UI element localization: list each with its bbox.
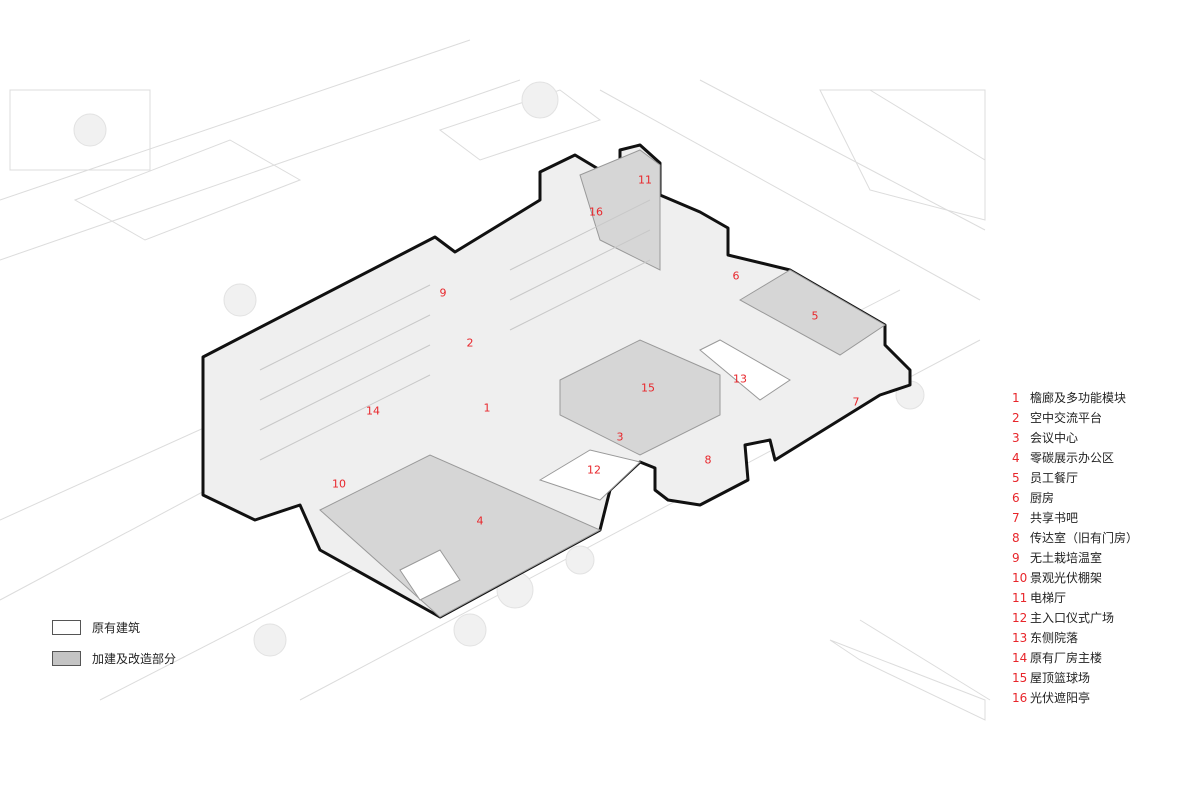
zone-marker: 2 bbox=[466, 336, 474, 350]
zone-marker: 7 bbox=[852, 395, 860, 409]
legend-label: 檐廊及多功能模块 bbox=[1030, 391, 1127, 405]
legend-number: 11 bbox=[1012, 591, 1028, 605]
legend-label: 传达室（旧有门房） bbox=[1030, 531, 1139, 545]
added-part-swatch bbox=[52, 651, 81, 666]
zone-marker: 3 bbox=[616, 430, 624, 444]
zone-marker: 11 bbox=[638, 173, 652, 187]
legend-label: 共享书吧 bbox=[1030, 511, 1079, 525]
legend-label: 东侧院落 bbox=[1030, 631, 1079, 645]
legend-item: 7 共享书吧 bbox=[1012, 509, 1078, 526]
zone-marker: 12 bbox=[587, 463, 601, 477]
legend-number: 12 bbox=[1012, 611, 1028, 625]
zone-marker: 8 bbox=[704, 453, 712, 467]
legend-number: 6 bbox=[1012, 491, 1020, 505]
legend-label: 景观光伏棚架 bbox=[1030, 571, 1103, 585]
legend-number: 9 bbox=[1012, 551, 1020, 565]
zone-marker: 5 bbox=[811, 309, 819, 323]
zone-marker: 1 bbox=[483, 401, 491, 415]
legend-label: 屋顶篮球场 bbox=[1030, 671, 1091, 685]
legend-label: 员工餐厅 bbox=[1030, 471, 1079, 485]
legend-number: 1 bbox=[1012, 391, 1020, 405]
legend-label: 无土栽培温室 bbox=[1030, 551, 1103, 565]
legend-number: 8 bbox=[1012, 531, 1020, 545]
facade-grid bbox=[259, 199, 651, 461]
legend-number: 13 bbox=[1012, 631, 1028, 645]
legend-item: 8 传达室（旧有门房） bbox=[1012, 529, 1138, 546]
zone-marker: 6 bbox=[732, 269, 740, 283]
legend-number: 4 bbox=[1012, 451, 1020, 465]
legend-item: 1 檐廊及多功能模块 bbox=[1012, 389, 1126, 406]
legend-item: 3 会议中心 bbox=[1012, 429, 1078, 446]
legend-label: 零碳展示办公区 bbox=[1030, 451, 1115, 465]
legend-label: 光伏遮阳亭 bbox=[1030, 691, 1091, 705]
legend-item: 9 无土栽培温室 bbox=[1012, 549, 1102, 566]
zone-marker: 4 bbox=[476, 514, 484, 528]
legend-label: 厨房 bbox=[1030, 491, 1055, 505]
legend-number: 14 bbox=[1012, 651, 1028, 665]
legend-label: 空中交流平台 bbox=[1030, 411, 1103, 425]
legend-label: 主入口仪式广场 bbox=[1030, 611, 1115, 625]
legend-label: 原有厂房主楼 bbox=[1030, 651, 1103, 665]
courtyards bbox=[399, 339, 791, 601]
zone-marker: 16 bbox=[589, 205, 603, 219]
legend-number: 15 bbox=[1012, 671, 1028, 685]
legend-number: 10 bbox=[1012, 571, 1028, 585]
legend-label: 会议中心 bbox=[1030, 431, 1079, 445]
legend-item: 2 空中交流平台 bbox=[1012, 409, 1102, 426]
legend-item: 4 零碳展示办公区 bbox=[1012, 449, 1114, 466]
legend-number: 3 bbox=[1012, 431, 1020, 445]
legend-label: 电梯厅 bbox=[1030, 591, 1067, 605]
added-volumes bbox=[319, 149, 886, 618]
legend-item: 6 厨房 bbox=[1012, 489, 1054, 506]
existing-building-label: 原有建筑 bbox=[92, 621, 141, 635]
legend-item: 5 员工餐厅 bbox=[1012, 469, 1078, 486]
zone-marker: 15 bbox=[641, 381, 655, 395]
legend-number: 5 bbox=[1012, 471, 1020, 485]
legend-number: 2 bbox=[1012, 411, 1020, 425]
added-part-label: 加建及改造部分 bbox=[92, 652, 177, 666]
legend-number: 16 bbox=[1012, 691, 1028, 705]
zone-marker: 14 bbox=[366, 404, 380, 418]
existing-building-swatch bbox=[52, 620, 81, 635]
legend-number: 7 bbox=[1012, 511, 1020, 525]
zone-marker: 10 bbox=[332, 477, 346, 491]
zone-marker: 13 bbox=[733, 372, 747, 386]
zone-marker: 9 bbox=[439, 286, 447, 300]
